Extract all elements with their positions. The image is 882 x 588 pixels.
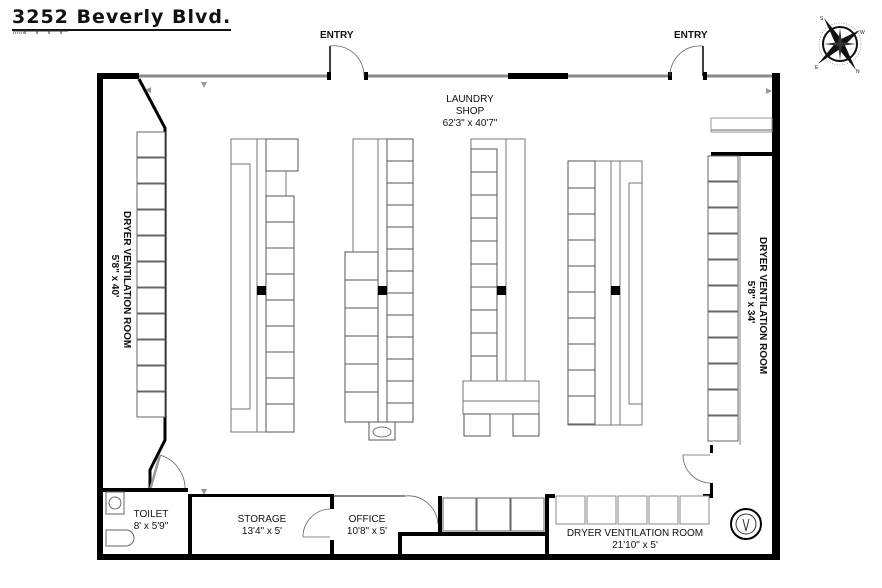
office-label: OFFICE 10'8" x 5' bbox=[334, 514, 400, 538]
storage-label: STORAGE 13'4" x 5' bbox=[225, 514, 299, 538]
washer-column-4 bbox=[567, 160, 643, 426]
entry-door-right[interactable] bbox=[668, 45, 707, 80]
right-dryer-bank bbox=[707, 155, 739, 442]
room-name: DRYER VENTILATION ROOM bbox=[121, 211, 132, 349]
dryer-vent-right-label: DRYER VENTILATION ROOM 5'8" x 34' bbox=[744, 237, 768, 375]
washer-column-3 bbox=[462, 138, 540, 437]
property-address-title: 3252 Beverly Blvd. bbox=[12, 6, 232, 31]
exterior-walls bbox=[97, 73, 780, 560]
left-dryer-bank bbox=[136, 131, 166, 418]
dryer-vent-bottom-label: DRYER VENTILATION ROOM 21'10" x 5' bbox=[560, 528, 710, 552]
room-name: STORAGE bbox=[237, 514, 287, 525]
entry-door-left[interactable] bbox=[327, 45, 368, 80]
svg-text:W: W bbox=[860, 30, 865, 36]
dryer-vent-left-label: DRYER VENTILATION ROOM 5'8" x 40' bbox=[108, 211, 132, 349]
compass-rose-icon: S W E N bbox=[815, 16, 865, 74]
laundry-shop-label: LAUNDRY SHOP 62'3" x 40'7" bbox=[420, 94, 520, 130]
water-heater-icon bbox=[730, 508, 762, 540]
entry-label-left: ENTRY bbox=[320, 30, 354, 41]
column-icon bbox=[257, 286, 266, 295]
entry-label-right: ENTRY bbox=[674, 30, 708, 41]
bottom-dryer-bank bbox=[555, 495, 710, 525]
washer-column-2 bbox=[344, 138, 414, 441]
room-name: DRYER VENTILATION ROOM bbox=[757, 237, 768, 375]
room-dimensions: 8' x 5'9" bbox=[133, 521, 169, 532]
svg-text:S: S bbox=[820, 16, 824, 22]
room-dimensions: 13'4" x 5' bbox=[241, 526, 283, 537]
scale-bar-icon bbox=[13, 30, 68, 34]
room-name: TOILET bbox=[133, 509, 169, 520]
room-name: OFFICE bbox=[348, 514, 386, 525]
room-dimensions: 21'10" x 5' bbox=[612, 540, 658, 551]
room-dimensions: 62'3" x 40'7" bbox=[442, 118, 498, 129]
room-name: DRYER VENTILATION ROOM bbox=[566, 528, 704, 539]
room-dimensions: 10'8" x 5' bbox=[346, 526, 388, 537]
svg-text:N: N bbox=[856, 69, 860, 74]
svg-text:E: E bbox=[815, 65, 819, 71]
room-dimensions: 5'8" x 34' bbox=[745, 280, 756, 324]
room-dimensions: 5'8" x 40' bbox=[109, 254, 120, 298]
room-name: SHOP bbox=[455, 106, 485, 117]
toilet-fixtures bbox=[105, 491, 135, 547]
room-name: LAUNDRY bbox=[446, 94, 494, 105]
toilet-label: TOILET 8' x 5'9" bbox=[118, 509, 184, 533]
washer-column-1 bbox=[230, 138, 299, 433]
